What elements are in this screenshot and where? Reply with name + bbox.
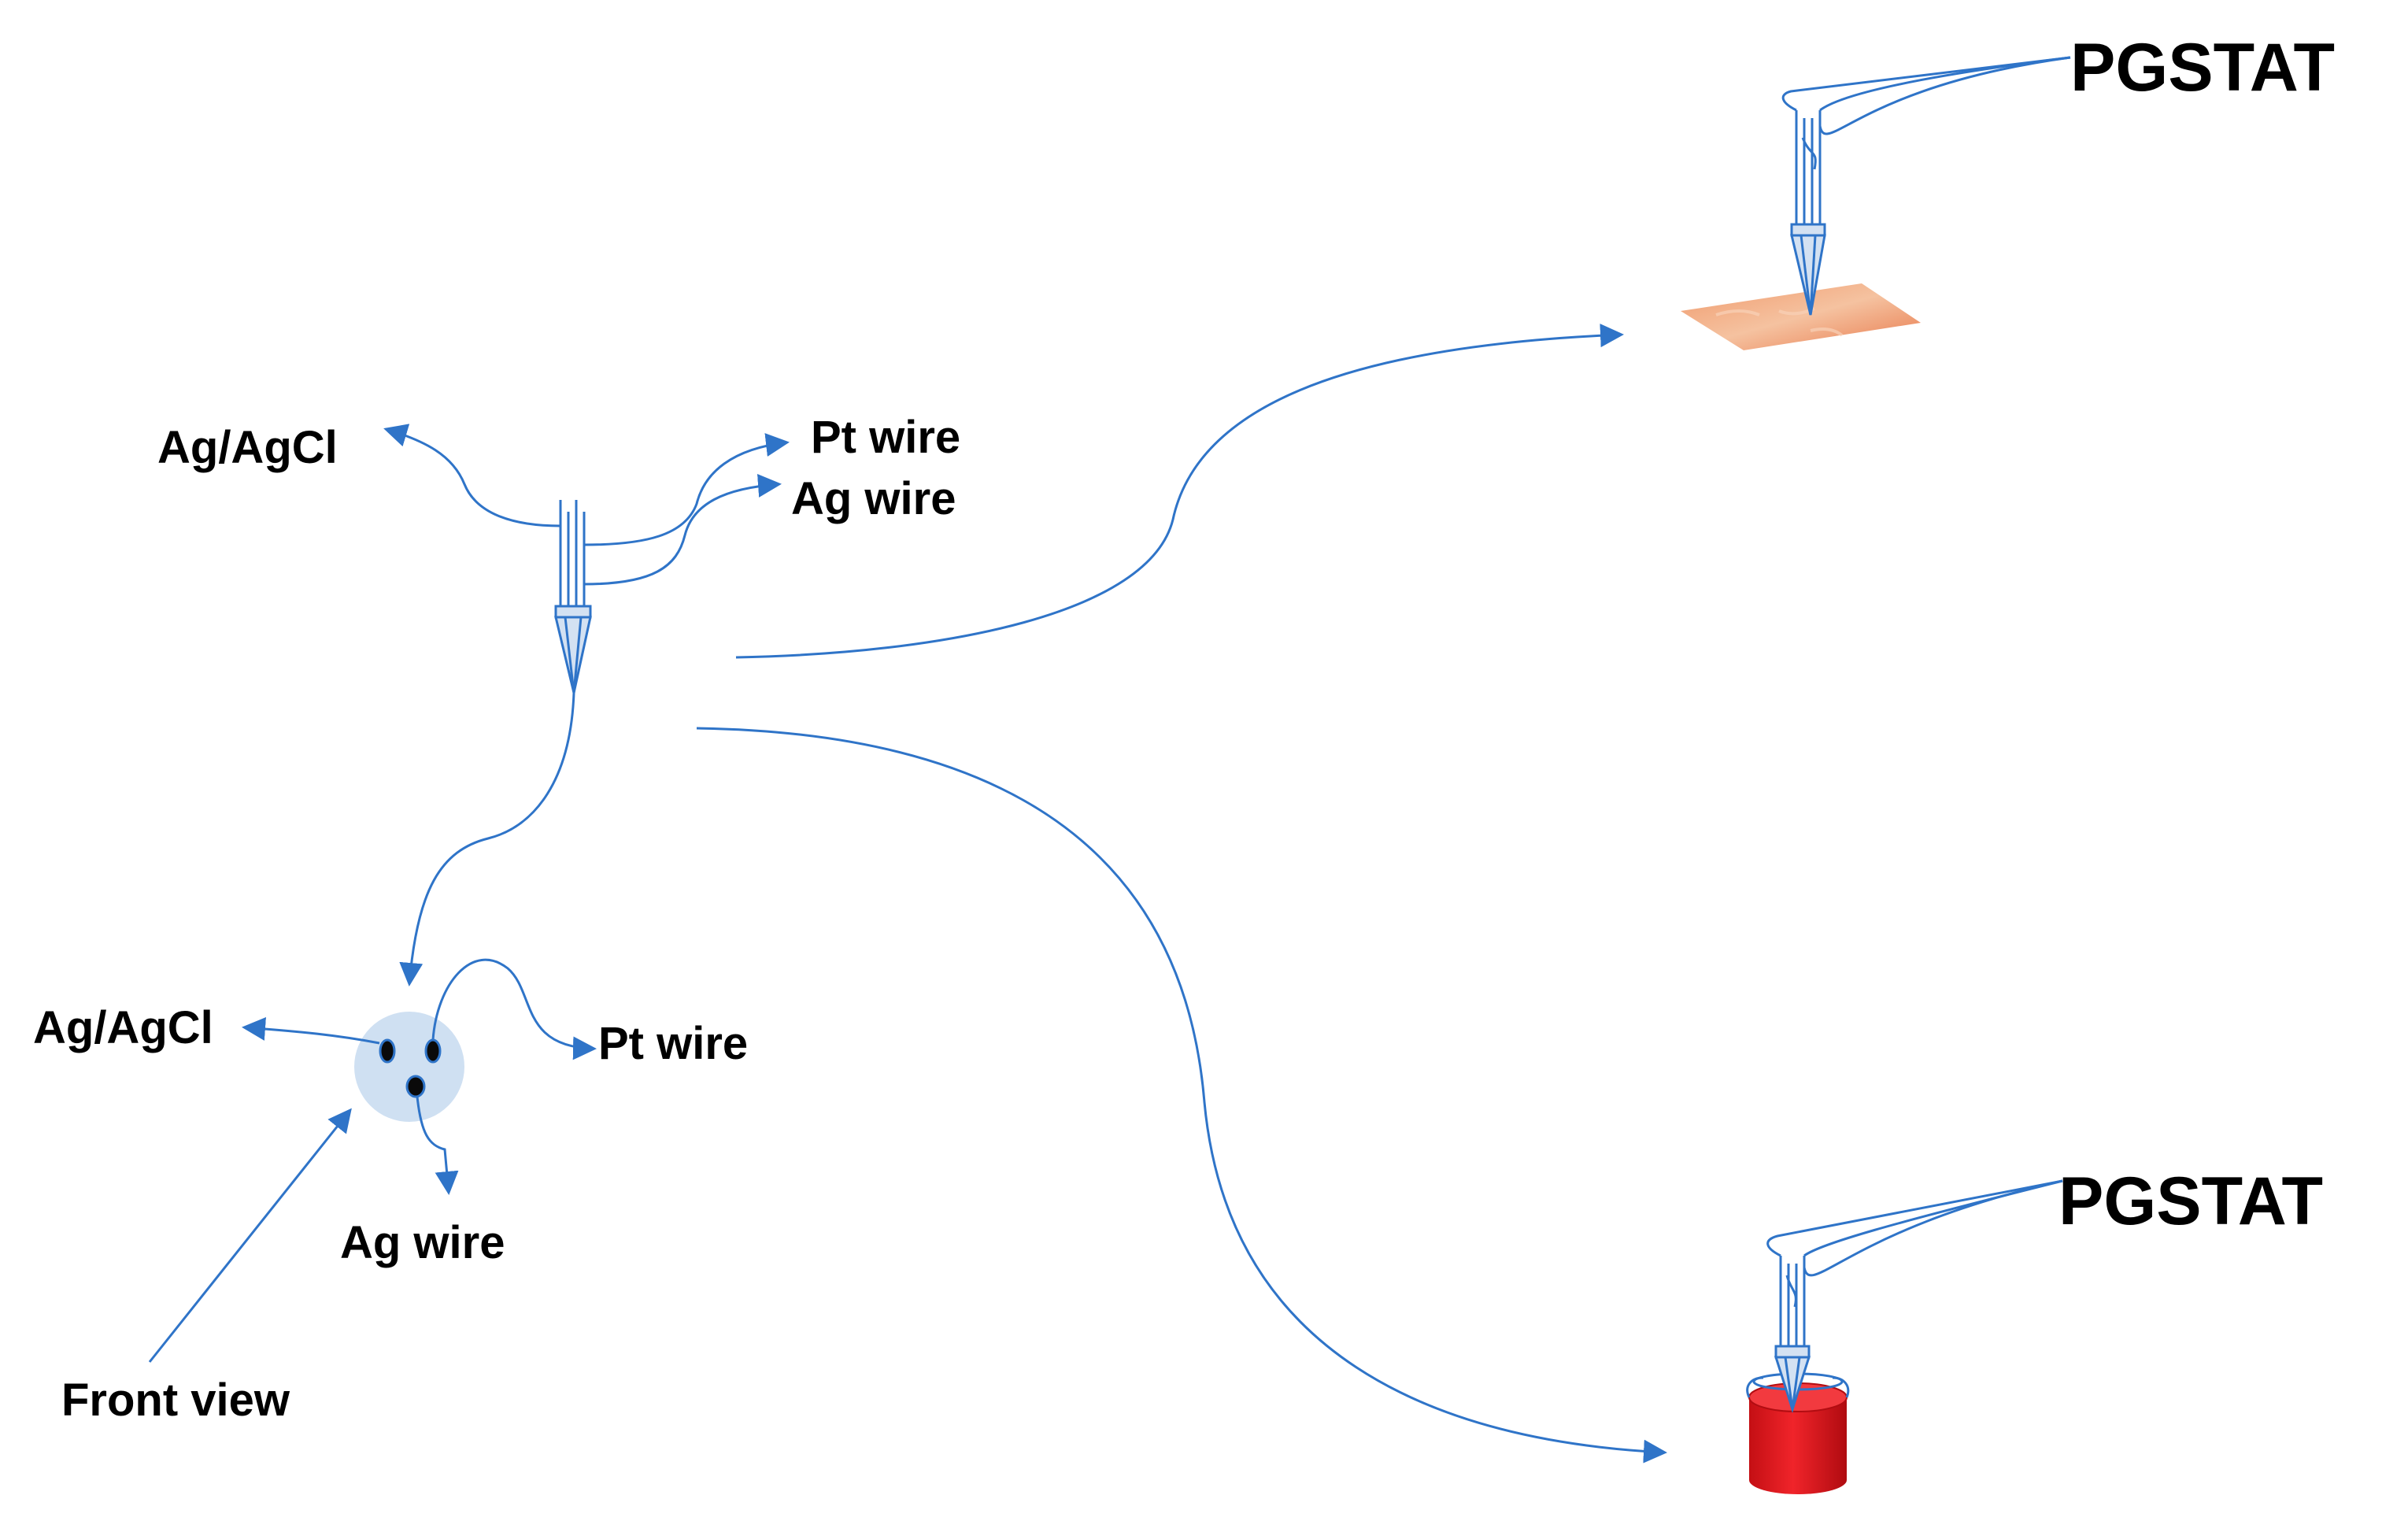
pgstat-label-top: PGSTAT bbox=[2070, 30, 2335, 105]
arrow-front-view-pointer bbox=[148, 1108, 352, 1363]
ag-agcl-hole bbox=[379, 1038, 396, 1064]
ag-wire-label-front: Ag wire bbox=[340, 1217, 505, 1268]
arrow-to-vial-setup bbox=[696, 727, 1667, 1464]
electrode-on-skin bbox=[1781, 56, 2071, 316]
ag-wire-hole bbox=[405, 1075, 426, 1098]
electrode-in-vial bbox=[1766, 1179, 2063, 1413]
front-view-disc bbox=[354, 1012, 464, 1122]
ag-agcl-label-front: Ag/AgCl bbox=[33, 1002, 213, 1053]
pt-wire-label-top: Pt wire bbox=[811, 412, 960, 463]
arrow-to-ag-agcl-front bbox=[242, 1016, 380, 1045]
pt-wire-hole bbox=[424, 1038, 442, 1064]
arrow-to-pt-wire-front bbox=[431, 958, 597, 1060]
arrow-to-skin-setup bbox=[735, 324, 1624, 659]
ag-wire-label-top: Ag wire bbox=[791, 473, 956, 524]
main-electrode bbox=[554, 500, 592, 694]
ag-agcl-label-top: Ag/AgCl bbox=[157, 422, 338, 473]
arrow-to-front-view bbox=[399, 692, 575, 986]
arrow-to-pt-wire-top bbox=[583, 433, 790, 546]
arrow-to-ag-agcl-top bbox=[383, 424, 561, 527]
pt-wire-label-front: Pt wire bbox=[598, 1018, 748, 1069]
arrow-to-ag-wire-front bbox=[416, 1096, 459, 1195]
front-view-label: Front view bbox=[61, 1375, 290, 1426]
skin-patch bbox=[1681, 283, 1921, 350]
pgstat-label-bottom: PGSTAT bbox=[2058, 1164, 2323, 1239]
arrow-to-ag-wire-top bbox=[583, 473, 782, 586]
